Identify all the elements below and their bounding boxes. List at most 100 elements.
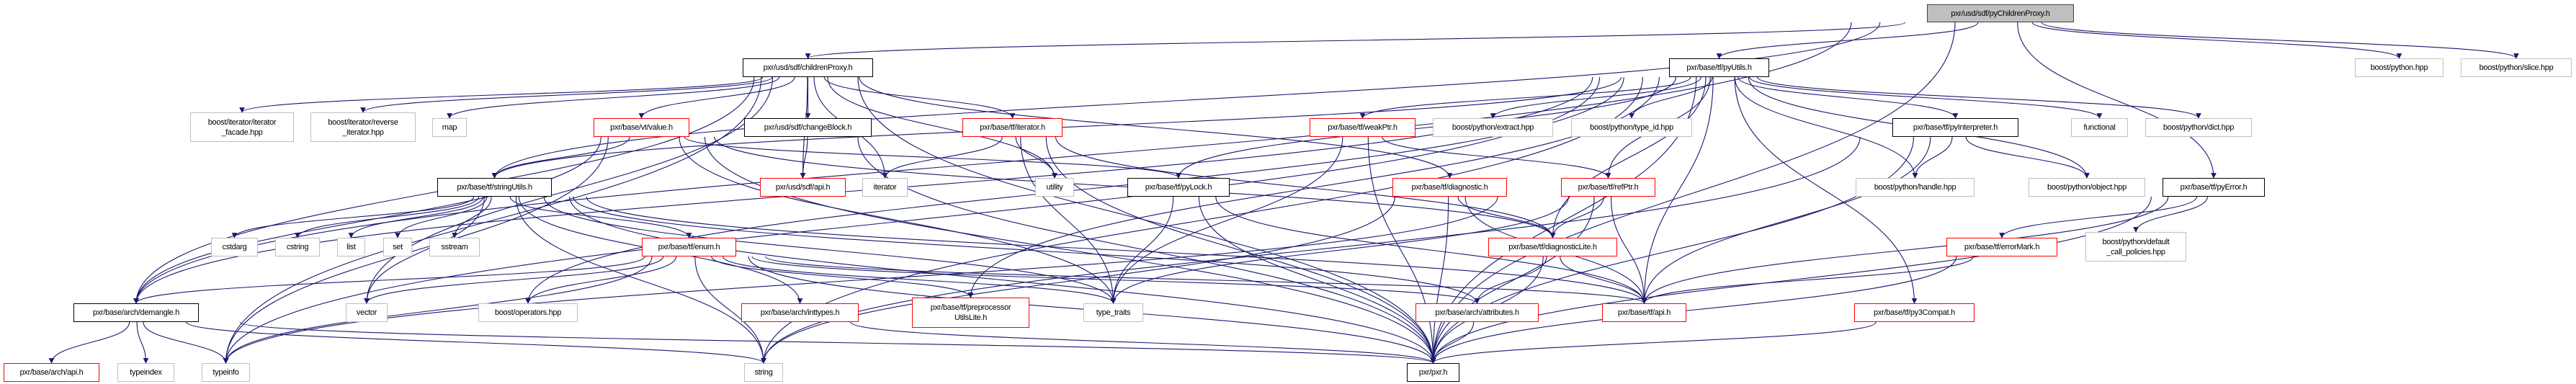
include-edge-pyUtils-to-pyLock: [1176, 76, 1677, 179]
graph-node-extract: boost/python/extract.hpp: [1433, 118, 1553, 137]
graph-node-enum[interactable]: pxr/base/tf/enum.h: [642, 238, 736, 256]
graph-node-diagLite[interactable]: pxr/base/tf/diagnosticLite.h: [1488, 238, 1617, 256]
include-edge-vtValue-to-pxr: [704, 136, 1436, 364]
include-edge-stringUtils-to-cstring: [295, 196, 480, 238]
include-edge-errorMark-to-pxr: [1430, 256, 1957, 364]
include-edge-demangle-to-pxr: [239, 321, 1436, 364]
include-edge-demangle-to-typeinfo: [143, 321, 229, 364]
graph-node-inttypes[interactable]: pxr/base/arch/inttypes.h: [741, 303, 859, 322]
graph-node-pyLock[interactable]: pxr/base/tf/pyLock.h: [1127, 178, 1230, 197]
include-edge-stringUtils-to-tfApi: [586, 196, 1647, 304]
graph-node-childrenProxy[interactable]: pxr/usd/sdf/childrenProxy.h: [743, 58, 873, 77]
include-edge-pyUtils-to-diagLite: [1549, 76, 1707, 238]
include-edge-vtValue-to-demangle: [133, 136, 601, 304]
include-edge-vtValue-to-typeTraits: [679, 136, 1117, 304]
graph-node-bpython: boost/python.hpp: [2355, 58, 2443, 77]
include-edge-stringUtils-to-sstream: [452, 196, 492, 238]
graph-node-root[interactable]: pxr/usd/sdf/pyChildrenProxy.h: [1927, 4, 2074, 22]
include-edge-diagnostic-to-diagLite: [1457, 196, 1556, 238]
graph-node-demangle[interactable]: pxr/base/arch/demangle.h: [73, 303, 199, 322]
include-edge-refPtr-to-typeTraits: [1110, 196, 1570, 304]
include-edge-childrenProxy-to-revIter: [360, 76, 773, 113]
include-edge-root-to-demangle: [133, 22, 1852, 304]
graph-node-pyUtils[interactable]: pxr/base/tf/pyUtils.h: [1669, 58, 1769, 77]
graph-node-functional: functional: [2071, 118, 2128, 137]
graph-node-tfApi[interactable]: pxr/base/tf/api.h: [1602, 303, 1686, 322]
graph-node-weakPtr[interactable]: pxr/base/tf/weakPtr.h: [1310, 118, 1416, 137]
include-edge-root-to-pyError: [2017, 22, 2217, 179]
include-edge-pyUtils-to-tfApi: [1641, 76, 1714, 304]
include-edge-demangle-to-typeindex: [136, 321, 149, 364]
include-edge-stringUtils-to-vector: [364, 196, 485, 304]
include-edge-pyUtils-to-operators: [525, 76, 1624, 304]
include-edge-refPtr-to-tfApi: [1610, 196, 1647, 304]
graph-node-stringUtils[interactable]: pxr/base/tf/stringUtils.h: [437, 178, 552, 197]
graph-node-string: string: [744, 363, 783, 382]
graph-node-sdfApi[interactable]: pxr/usd/sdf/api.h: [760, 178, 846, 197]
include-edge-tfIterator-to-diagLite: [1055, 136, 1556, 238]
include-edge-pyInterp-to-tfApi: [1641, 136, 1931, 304]
graph-node-ppUtils[interactable]: pxr/base/tf/preprocessor UtilsLite.h: [912, 298, 1029, 328]
graph-node-list: list: [337, 238, 365, 256]
graph-node-pyError[interactable]: pxr/base/tf/pyError.h: [2163, 178, 2265, 197]
include-edge-childrenProxy-to-diagnostic: [859, 76, 1453, 179]
include-edge-pyLock-to-tfApi: [1215, 196, 1647, 304]
include-edge-enum-to-operators: [525, 256, 677, 304]
graph-node-py3Compat[interactable]: pxr/base/tf/py3Compat.h: [1854, 303, 1975, 322]
graph-node-cstdarg: cstdarg: [211, 238, 258, 256]
graph-node-iterFacade: boost/iterator/iterator _facade.hpp: [190, 112, 294, 142]
graph-node-errorMark[interactable]: pxr/base/tf/errorMark.h: [1946, 238, 2057, 256]
include-edge-enum-to-attributes: [751, 256, 1480, 304]
include-edge-vtValue-to-typeinfo: [223, 136, 609, 364]
include-edge-enum-to-typeTraits: [723, 256, 1117, 304]
include-edge-inttypes-to-pxr: [850, 321, 1436, 364]
graph-node-pxr[interactable]: pxr/pxr.h: [1407, 363, 1459, 382]
include-edge-errorMark-to-tfApi: [1641, 256, 1974, 304]
graph-node-handle: boost/python/handle.hpp: [1856, 178, 1975, 197]
include-edge-tfIterator-to-typeTraits: [1020, 136, 1117, 304]
graph-node-vtValue[interactable]: pxr/base/vt/value.h: [594, 118, 689, 137]
graph-node-typeTraits: type_traits: [1083, 303, 1143, 322]
include-edge-pyError-to-tfApi: [1641, 196, 2169, 304]
include-edge-demangle-to-archApi: [48, 321, 130, 364]
include-edge-pyError-to-pxr: [1430, 196, 2152, 364]
graph-node-changeBlock[interactable]: pxr/usd/sdf/changeBlock.h: [744, 118, 872, 137]
include-edge-vtValue-to-stringUtils: [491, 136, 630, 179]
graph-node-pyInterp[interactable]: pxr/base/tf/pyInterpreter.h: [1892, 118, 2018, 137]
graph-node-cstring: cstring: [275, 238, 320, 256]
graph-node-refPtr[interactable]: pxr/base/tf/refPtr.h: [1561, 178, 1655, 197]
include-edge-pyLock-to-typeTraits: [1110, 196, 1174, 304]
include-edge-enum-to-demangle: [133, 256, 645, 304]
graph-node-tfIterator[interactable]: pxr/base/tf/iterator.h: [962, 118, 1063, 137]
include-edge-diagnostic-to-string: [761, 196, 1395, 364]
include-edge-weakPtr-to-typeTraits: [1110, 136, 1343, 304]
include-edge-childrenProxy-to-typeinfo: [223, 76, 762, 364]
include-edge-changeBlock-to-sdfApi: [800, 136, 808, 179]
include-edge-enum-to-typeinfo: [223, 256, 653, 364]
graph-node-diagnostic[interactable]: pxr/base/tf/diagnostic.h: [1392, 178, 1507, 197]
include-edge-weakPtr-to-pxr: [1367, 136, 1436, 364]
include-edge-enum-to-tfApi: [765, 256, 1647, 304]
include-edge-stringUtils-to-enum: [509, 196, 692, 238]
graph-node-utility: utility: [1035, 178, 1074, 197]
include-edge-diagLite-to-attributes: [1474, 256, 1547, 304]
include-edge-pyInterp-to-string: [761, 136, 1861, 364]
include-edge-refPtr-to-typeinfo: [223, 196, 1498, 364]
include-edge-tfIterator-to-utility: [1015, 136, 1057, 179]
graph-node-operators: boost/operators.hpp: [478, 303, 578, 322]
include-edge-childrenProxy-to-tfIterator: [823, 76, 1016, 119]
include-edge-pyError-to-errorMark: [1999, 196, 2198, 238]
include-edge-root-to-pxr: [1430, 22, 1956, 364]
include-edge-stringUtils-to-attributes: [573, 196, 1480, 304]
graph-node-archApi[interactable]: pxr/base/arch/api.h: [4, 363, 99, 382]
include-edge-root-to-bpython: [2031, 22, 2402, 59]
graph-node-dict: boost/python/dict.hpp: [2145, 118, 2252, 137]
graph-node-typeinfo: typeinfo: [202, 363, 250, 382]
include-edge-pyError-to-defPolicies: [2133, 196, 2208, 233]
graph-node-iterator: iterator: [862, 178, 908, 197]
include-edge-root-to-pyUtils: [1716, 22, 1979, 59]
include-edge-pyUtils-to-dict: [1757, 76, 2201, 119]
graph-node-attributes[interactable]: pxr/base/arch/attributes.h: [1416, 303, 1539, 322]
include-edge-vtValue-to-pyLock: [684, 136, 1181, 179]
